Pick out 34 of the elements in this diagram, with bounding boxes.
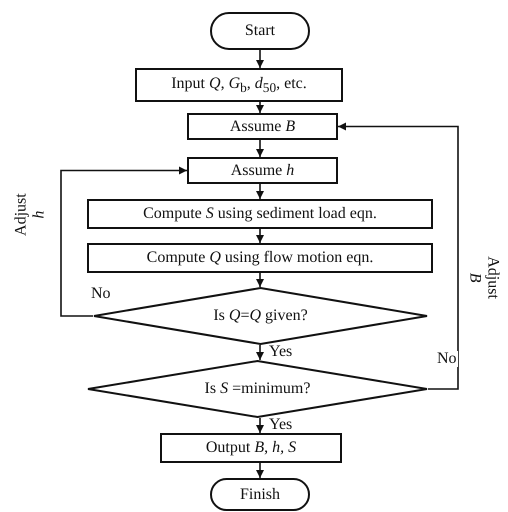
node-text: Compute Q using flow motion eqn. — [146, 249, 374, 267]
decision-diamond — [93, 287, 428, 345]
process-box — [87, 243, 433, 273]
side-label: Adjust h — [12, 192, 48, 237]
arrow — [256, 418, 264, 433]
arrow — [256, 273, 264, 287]
arrow — [256, 102, 264, 113]
edge-label: No — [436, 351, 458, 367]
arrow — [256, 229, 264, 243]
process-box — [87, 199, 433, 229]
side-label: Adjust B — [466, 256, 502, 300]
node-text: Assume B — [230, 118, 296, 136]
process-box — [187, 157, 338, 184]
arrow — [256, 140, 264, 157]
process-box — [160, 433, 342, 463]
terminal-shape — [210, 12, 310, 50]
arrow — [256, 345, 264, 360]
arrow — [60, 166, 187, 317]
node-text: Compute S using sediment load eqn. — [143, 205, 377, 223]
decision-diamond — [87, 360, 428, 418]
arrow — [256, 463, 264, 478]
process-box — [135, 68, 343, 102]
node-text: Assume h — [230, 162, 294, 180]
node-text: Is Q=Q given? — [213, 307, 308, 325]
process-box — [187, 113, 338, 140]
node-text: Finish — [240, 486, 280, 504]
node-text: Start — [244, 22, 276, 40]
node-text: Input Q, G$_{b}$, d$_{50}$, etc. — [171, 74, 307, 96]
arrow — [256, 50, 264, 68]
terminal-shape — [210, 478, 310, 511]
node-text: Output B, h, S — [206, 439, 296, 457]
arrow — [256, 184, 264, 199]
node-text: Is S =minimum? — [204, 380, 310, 398]
arrow — [338, 122, 459, 390]
